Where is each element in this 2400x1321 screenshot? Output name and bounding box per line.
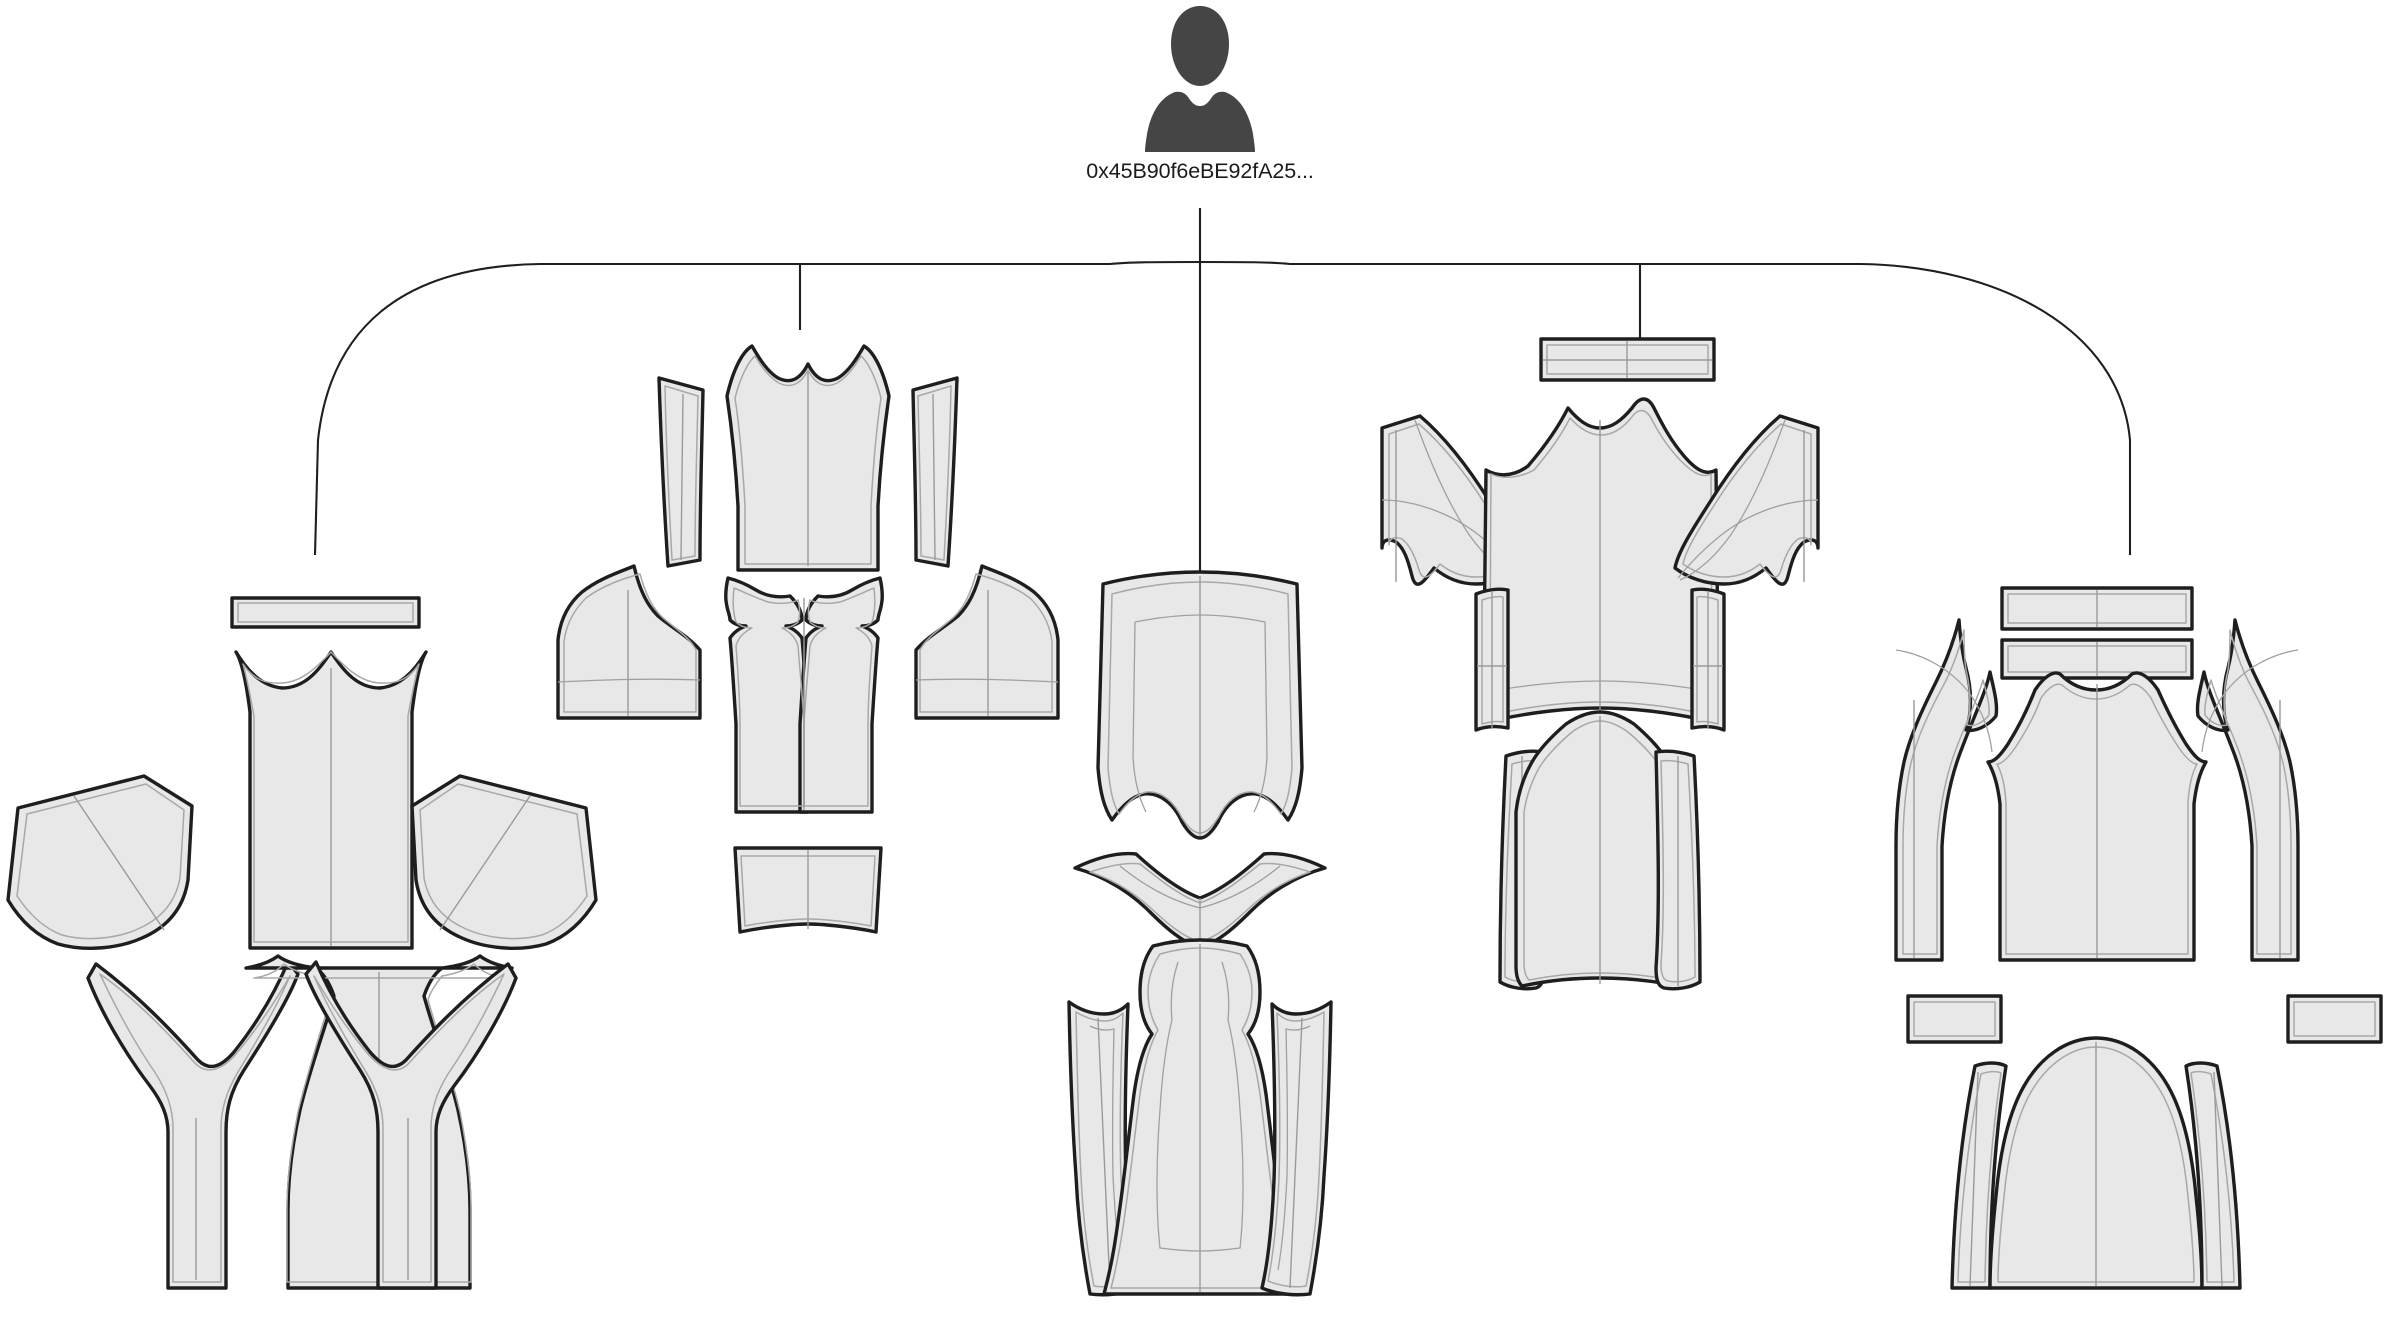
piece-left-side-strip[interactable]	[657, 376, 705, 568]
piece-right-narrow-strip[interactable]	[1690, 587, 1726, 732]
root-node[interactable]: 0x45B90f6eBE92fA25...	[0, 0, 2400, 210]
piece-right-side-panel[interactable]	[1260, 1000, 1333, 1297]
piece-corset-center-panel[interactable]	[1102, 938, 1298, 1296]
piece-left-gusset[interactable]	[6, 774, 194, 950]
piece-neckband-strip[interactable]	[1539, 337, 1716, 382]
pattern-cluster-bodice-set[interactable]	[556, 344, 1060, 934]
piece-right-skirt-strip[interactable]	[2184, 1061, 2242, 1290]
piece-right-side-strip[interactable]	[911, 376, 959, 568]
piece-left-cuff-tab[interactable]	[1906, 994, 2003, 1044]
piece-back-yoke-panel[interactable]	[725, 344, 891, 572]
piece-shield-front-panel[interactable]	[1096, 570, 1304, 840]
piece-right-raglan-sleeve[interactable]	[304, 960, 518, 1290]
pattern-cluster-princess-seam[interactable]	[1894, 586, 2383, 1290]
piece-left-shoulder-cup[interactable]	[556, 564, 702, 720]
piece-left-princess-panel[interactable]	[1894, 618, 1999, 962]
piece-left-narrow-strip[interactable]	[1474, 587, 1510, 732]
piece-right-long-panel[interactable]	[1654, 749, 1702, 991]
piece-bowtie-yoke[interactable]	[1073, 851, 1327, 950]
piece-right-cuff-tab[interactable]	[2286, 994, 2383, 1044]
piece-skirt-main-panel[interactable]	[1988, 1036, 2204, 1290]
piece-left-raglan-sleeve[interactable]	[86, 960, 300, 1290]
person-avatar-icon	[1145, 6, 1255, 152]
piece-right-gusset[interactable]	[410, 774, 598, 950]
piece-waistband-strip[interactable]	[230, 596, 421, 629]
piece-hood-panel[interactable]	[234, 650, 428, 950]
piece-upper-collar-band[interactable]	[2000, 586, 2194, 631]
piece-lower-collar-band[interactable]	[2000, 638, 2194, 680]
piece-center-front-bodice[interactable]	[1986, 671, 2208, 962]
piece-right-princess-panel[interactable]	[2195, 618, 2300, 962]
piece-center-bodice-front[interactable]	[724, 576, 884, 814]
piece-hem-facing[interactable]	[733, 846, 883, 934]
pattern-cluster-dolman-top[interactable]	[1380, 337, 1820, 991]
piece-left-skirt-strip[interactable]	[1950, 1061, 2008, 1290]
pattern-cluster-fitted-corset[interactable]	[1067, 570, 1333, 1297]
root-address-label: 0x45B90f6eBE92fA25...	[1086, 159, 1314, 183]
pattern-cluster-raglan-hood[interactable]	[6, 596, 598, 1290]
piece-right-shoulder-cup[interactable]	[914, 564, 1060, 720]
piece-right-wing-sleeve[interactable]	[1673, 414, 1820, 586]
